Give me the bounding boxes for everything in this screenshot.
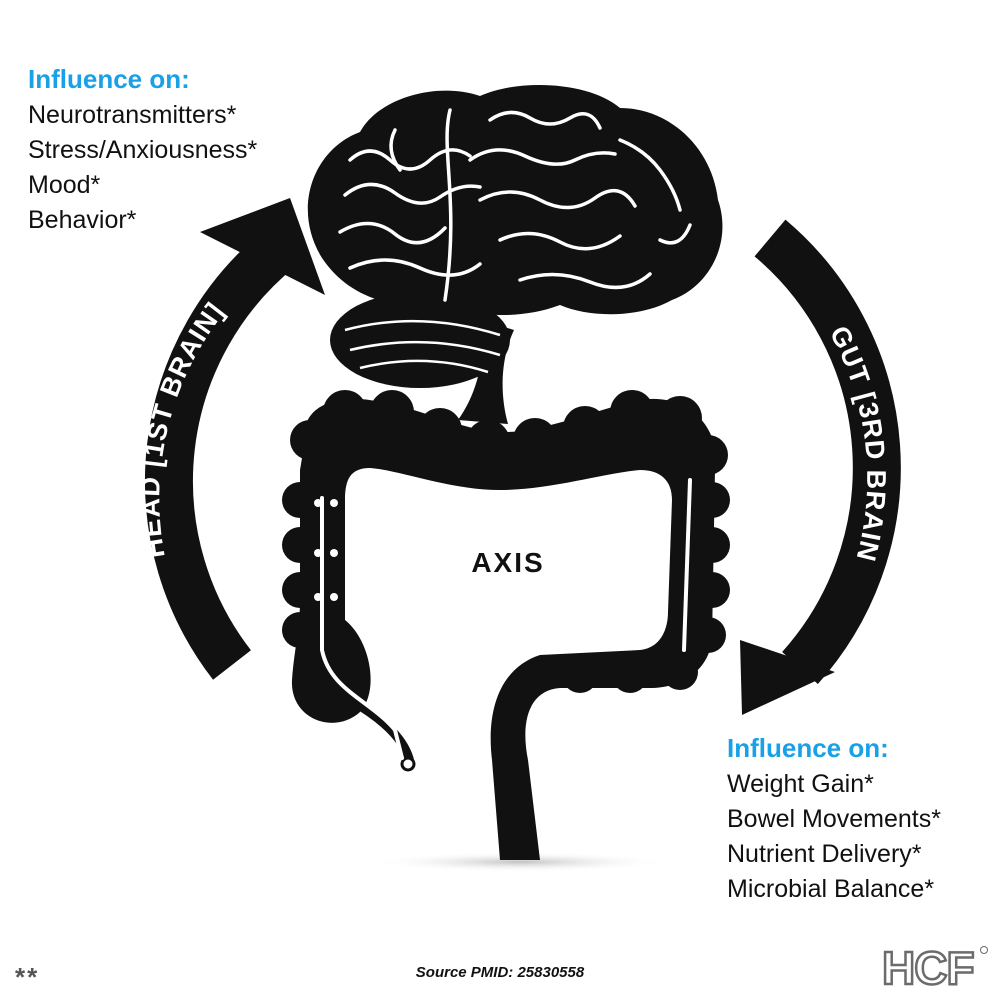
- intestine-icon: [282, 390, 730, 860]
- brain-influence-item: Stress/Anxiousness*: [28, 133, 257, 168]
- gut-to-head-arrow: GUT [3RD BRAIN: [740, 238, 891, 715]
- source-citation: Source PMID: 25830558: [0, 964, 1000, 981]
- hcf-logo: HCF: [880, 942, 990, 990]
- brain-influence-item: Behavior*: [28, 203, 257, 238]
- gut-influence-block: Influence on: Weight Gain* Bowel Movemen…: [727, 731, 941, 907]
- brain-influence-heading: Influence on:: [28, 62, 257, 96]
- brain-influence-block: Influence on: Neurotransmitters* Stress/…: [28, 62, 257, 238]
- logo-text: HCF: [882, 942, 974, 990]
- axis-label: AXIS: [471, 547, 544, 578]
- gut-influence-item: Nutrient Delivery*: [727, 837, 941, 872]
- gut-influence-heading: Influence on:: [727, 731, 941, 765]
- brain-influence-item: Mood*: [28, 168, 257, 203]
- gut-influence-item: Microbial Balance*: [727, 872, 941, 907]
- brain-icon: [308, 85, 723, 424]
- gut-influence-item: Weight Gain*: [727, 767, 941, 802]
- brain-influence-item: Neurotransmitters*: [28, 98, 257, 133]
- gut-influence-item: Bowel Movements*: [727, 802, 941, 837]
- registered-mark-icon: [981, 947, 988, 954]
